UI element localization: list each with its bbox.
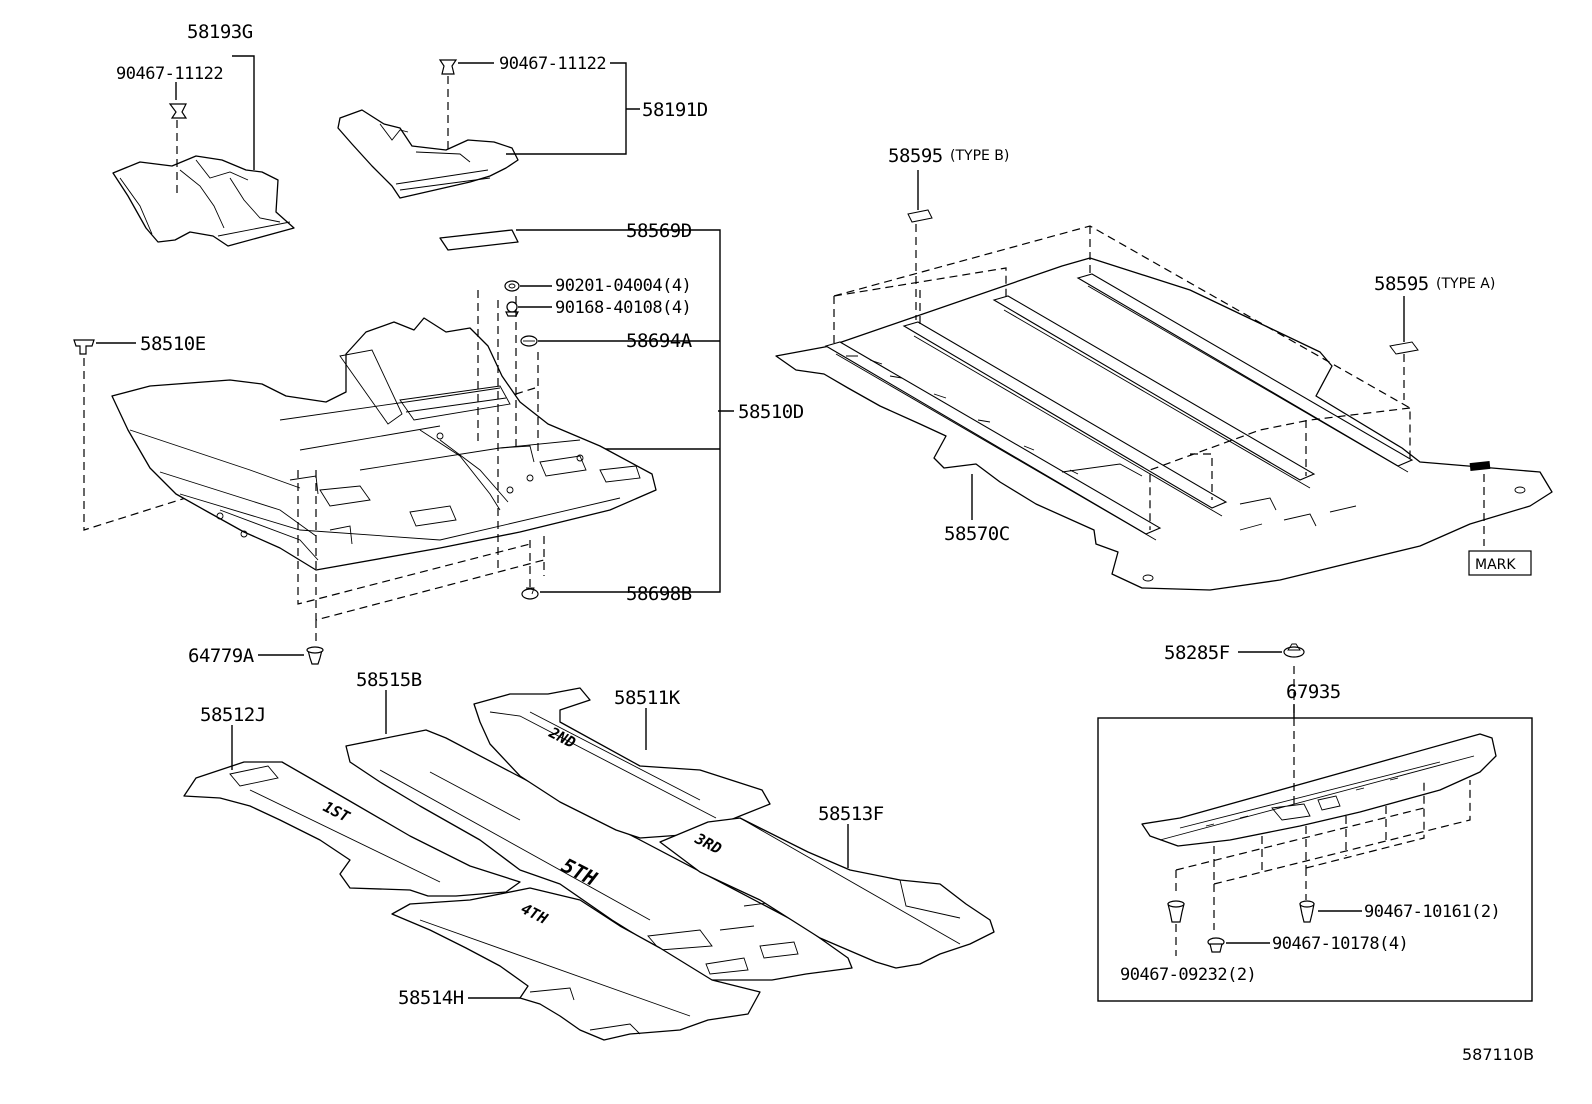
clip-64779A[interactable] (306, 646, 324, 665)
clip-90467-10178[interactable] (1207, 937, 1225, 953)
leader-58510D-bracket (516, 229, 734, 593)
part-58570C[interactable] (775, 257, 1553, 591)
label-58510D: 58510D (738, 401, 804, 423)
label-90168-40108: 90168-40108(4) (555, 298, 691, 318)
label-90467-11122-b: 90467-11122 (499, 54, 606, 74)
guide-lines (833, 225, 1411, 530)
label-58514H: 58514H (398, 987, 464, 1009)
guide-lines (1175, 780, 1471, 930)
label-58512J: 58512J (200, 704, 266, 726)
part-58193G[interactable] (112, 155, 295, 247)
label-58595-type-b: 58595 (888, 145, 943, 167)
part-67935[interactable] (1141, 733, 1497, 847)
label-58510E: 58510E (140, 333, 206, 355)
label-90467-10178: 90467-10178(4) (1272, 934, 1408, 954)
label-58569D: 58569D (626, 220, 692, 242)
clip-58285F[interactable] (1283, 643, 1305, 658)
leader-58193G (232, 55, 255, 170)
label-90467-11122-a: 90467-11122 (116, 64, 223, 84)
mark-box: MARK (1468, 550, 1532, 576)
label-64779A: 64779A (188, 645, 255, 667)
label-58698B: 58698B (626, 583, 692, 605)
label-90201-04004: 90201-04004(4) (555, 276, 691, 296)
pad-58595-type-a[interactable] (1389, 341, 1419, 355)
label-58191D: 58191D (642, 99, 708, 121)
label-58193G: 58193G (187, 21, 253, 43)
diagram-id: 587110B (1462, 1045, 1534, 1064)
part-58569D[interactable] (439, 229, 519, 251)
clip-90467-11122-b[interactable] (438, 59, 458, 75)
part-58511K[interactable]: 2ND (473, 687, 771, 839)
label-58511K: 58511K (614, 687, 681, 709)
clip-90467-10161[interactable] (1299, 900, 1315, 923)
label-90467-10161: 90467-10161(2) (1364, 902, 1500, 922)
label-58570C: 58570C (944, 523, 1010, 545)
part-58514H[interactable]: 4TH (391, 887, 761, 1041)
part-58510D[interactable] (111, 317, 657, 571)
leader-58191D (458, 62, 640, 155)
clip-58698B[interactable] (521, 587, 539, 600)
part-58191D[interactable] (337, 109, 519, 199)
pad-58595-type-b[interactable] (907, 209, 933, 223)
label-58595-type-a: 58595 (1374, 273, 1429, 295)
clip-90467-11122-a[interactable] (168, 103, 188, 119)
part-58513F[interactable]: 3RD (659, 817, 995, 969)
mark-label: MARK (1475, 557, 1516, 573)
clip-58694A[interactable] (520, 335, 538, 347)
label-58513F: 58513F (818, 803, 884, 825)
note-type-b: (TYPE B) (950, 148, 1009, 164)
label-90467-09232: 90467-09232(2) (1120, 965, 1256, 985)
clip-90467-09232[interactable] (1167, 900, 1185, 923)
guide-lines (297, 470, 545, 645)
label-58515B: 58515B (356, 669, 422, 691)
clip-90201[interactable] (504, 280, 520, 292)
note-type-a: (TYPE A) (1436, 276, 1495, 292)
kit-box-67935 (1097, 717, 1533, 1002)
part-58512J[interactable]: 1ST (183, 761, 521, 897)
label-58285F: 58285F (1164, 642, 1230, 664)
guide-lines (477, 290, 545, 588)
label-58694A: 58694A (626, 330, 693, 352)
clip-58510E[interactable] (73, 339, 95, 355)
label-67935: 67935 (1286, 681, 1341, 703)
